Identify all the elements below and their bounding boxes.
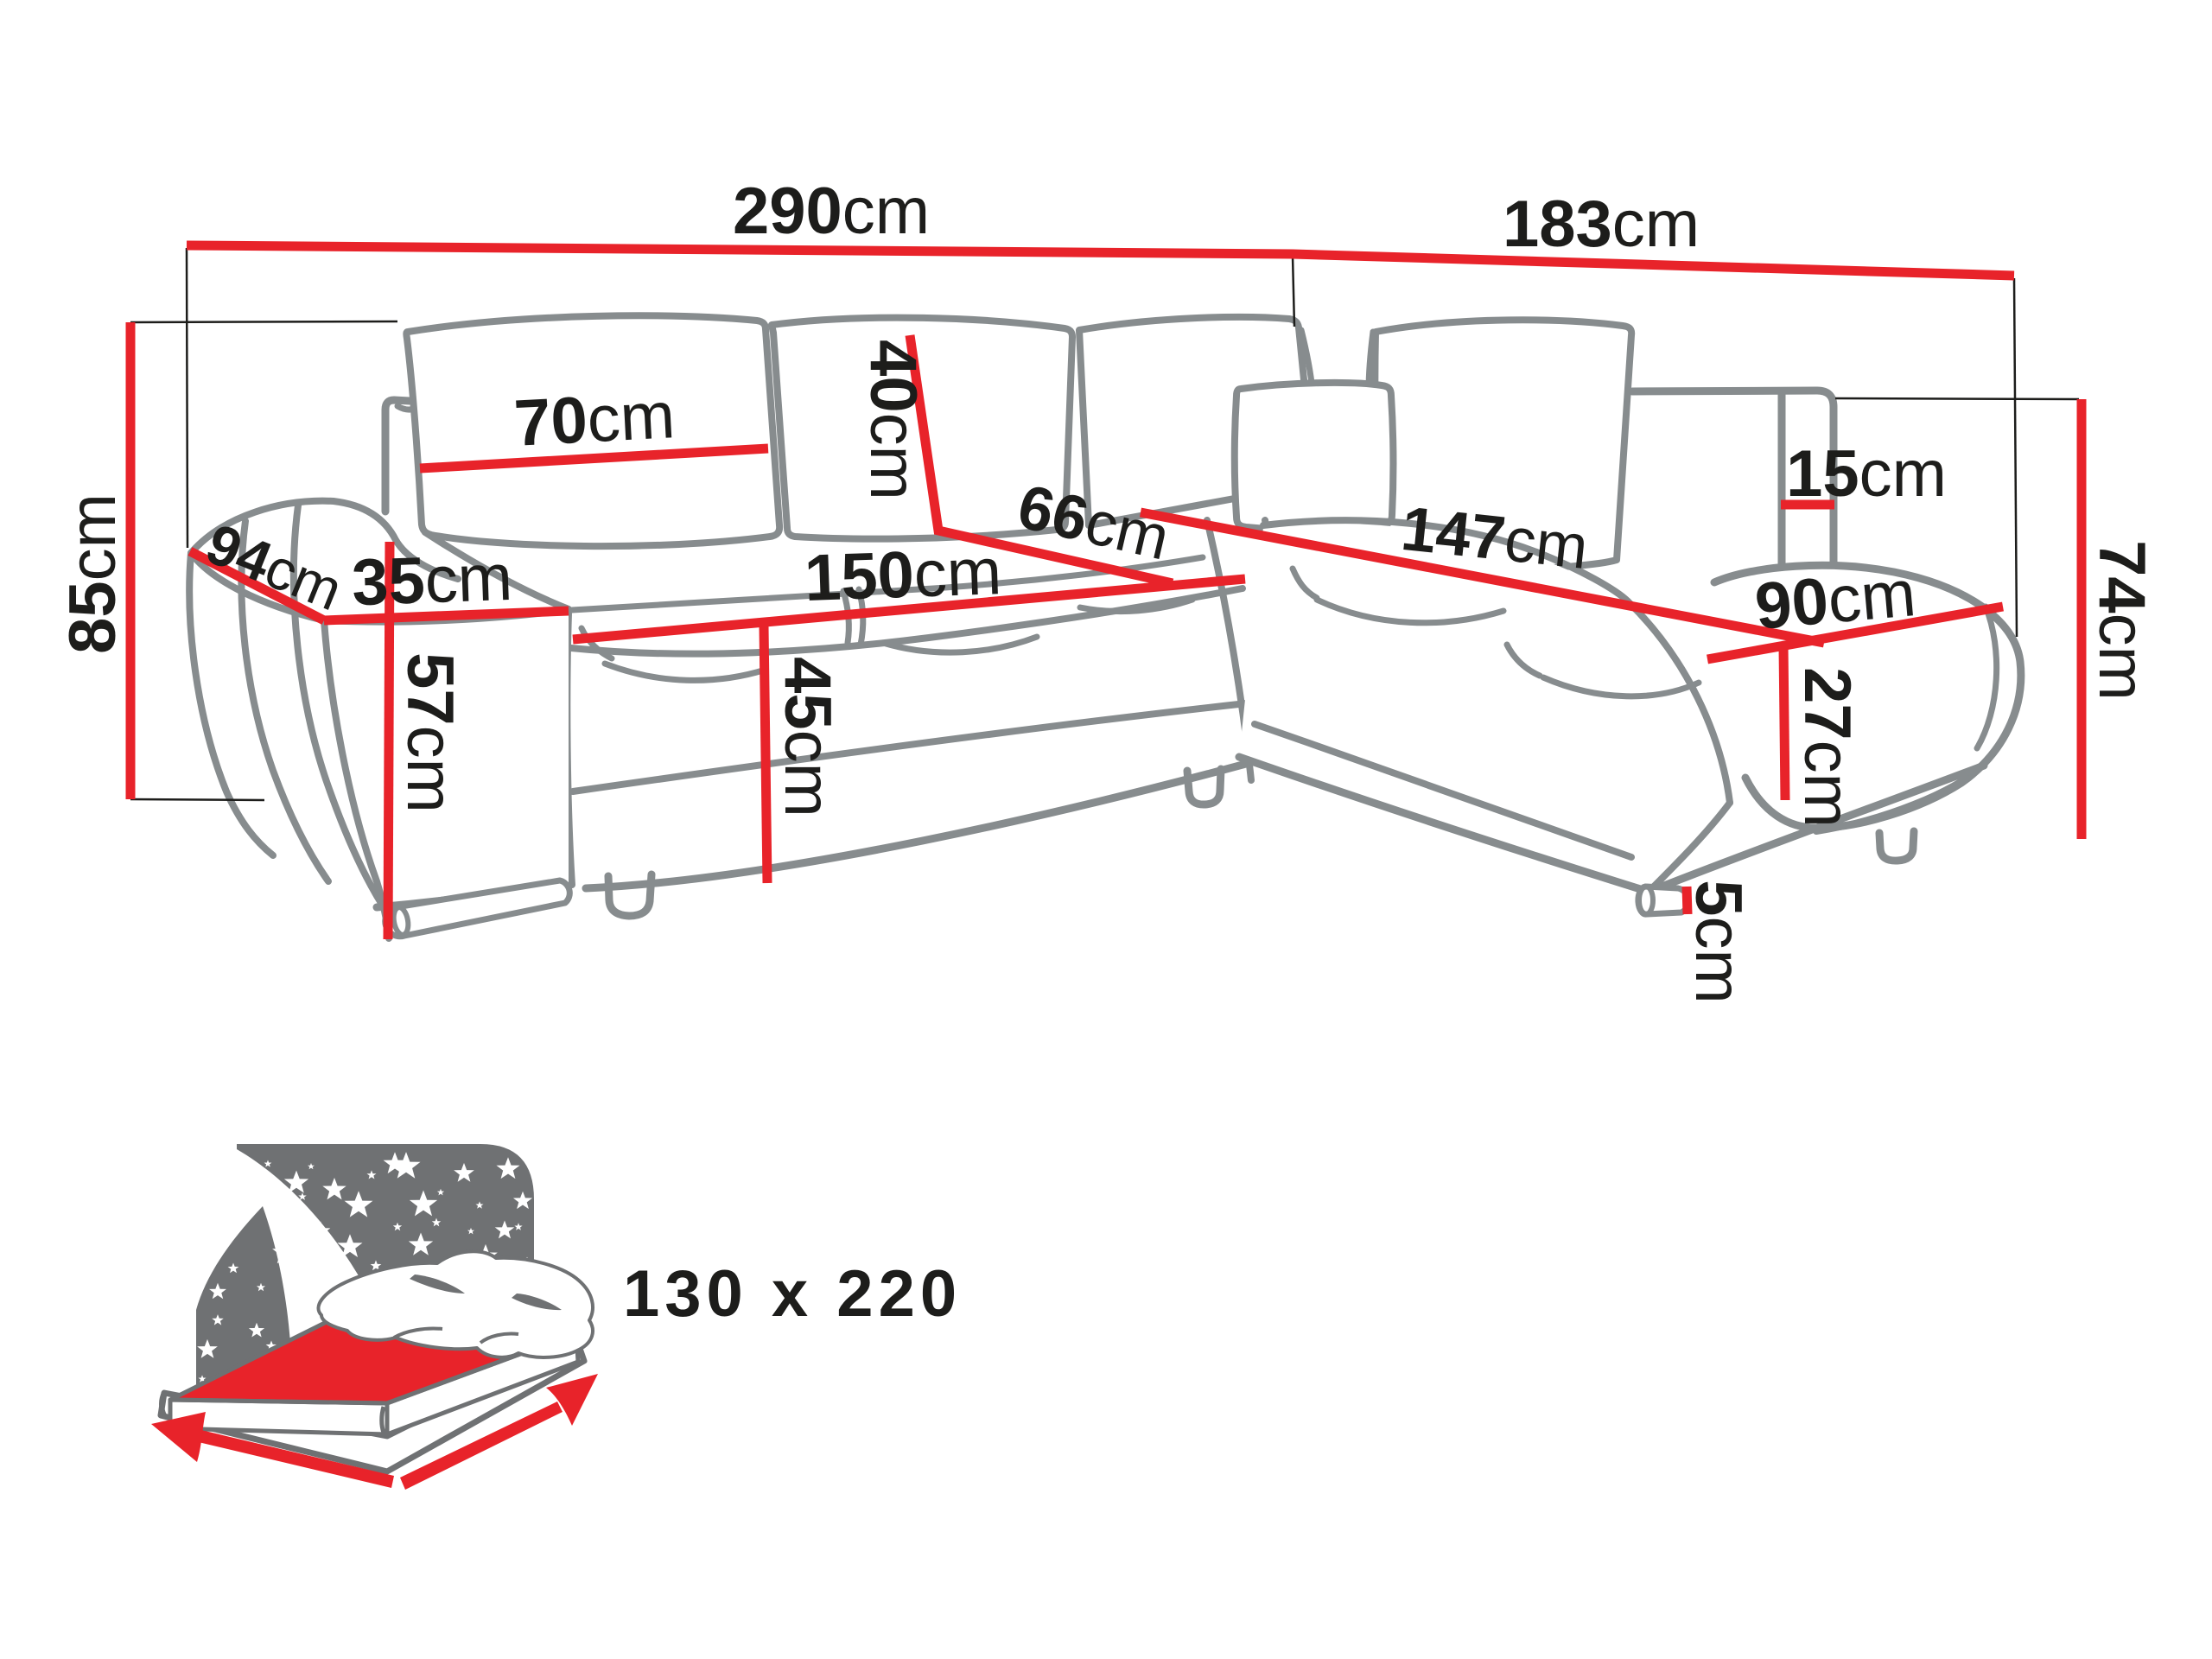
svg-text:183cm: 183cm xyxy=(1503,188,1700,261)
svg-text:85cm: 85cm xyxy=(56,493,130,654)
svg-text:130 x 220: 130 x 220 xyxy=(623,1257,962,1331)
svg-text:27cm: 27cm xyxy=(1790,667,1864,828)
svg-text:150cm: 150cm xyxy=(804,535,1003,615)
svg-text:5cm: 5cm xyxy=(1681,880,1755,1004)
svg-text:90cm: 90cm xyxy=(1752,556,1919,644)
svg-text:70cm: 70cm xyxy=(512,378,677,461)
svg-text:40cm: 40cm xyxy=(856,340,930,500)
svg-text:35cm: 35cm xyxy=(351,541,514,620)
svg-text:290cm: 290cm xyxy=(733,175,930,248)
svg-text:74cm: 74cm xyxy=(2085,540,2158,701)
svg-text:57cm: 57cm xyxy=(393,652,467,813)
svg-text:15cm: 15cm xyxy=(1786,437,1947,511)
svg-text:45cm: 45cm xyxy=(771,657,844,817)
